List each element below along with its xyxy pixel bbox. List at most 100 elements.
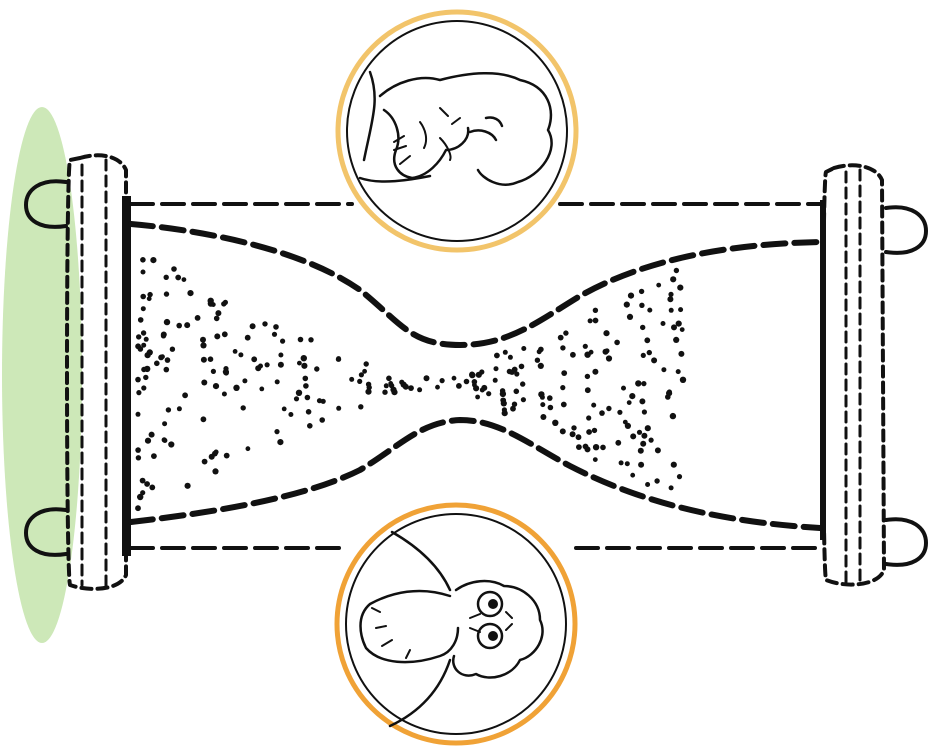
sand-grain xyxy=(638,288,645,295)
sand-grain xyxy=(654,447,661,454)
sand-grain xyxy=(621,385,626,391)
sand-grain xyxy=(624,422,632,429)
sand-grain xyxy=(181,277,187,282)
sand-grain xyxy=(538,391,545,398)
sand-grain xyxy=(547,404,554,411)
sand-grain xyxy=(242,378,248,384)
sand-grain xyxy=(363,361,369,367)
sand-grain xyxy=(666,390,673,397)
sand-grain xyxy=(615,439,622,446)
sand-grain xyxy=(570,351,576,358)
sand-grain xyxy=(200,342,207,349)
sand-grain xyxy=(560,345,566,351)
sand-grain xyxy=(176,322,182,329)
sand-grain xyxy=(599,410,605,416)
sand-grain xyxy=(518,363,525,370)
sand-grain xyxy=(187,290,194,297)
sand-grain xyxy=(140,490,146,496)
sand-grain xyxy=(144,437,152,444)
sand-grain xyxy=(383,383,389,389)
sand-grain xyxy=(201,379,208,386)
sand-grain xyxy=(295,389,303,396)
sand-grain xyxy=(137,317,144,323)
sand-grain xyxy=(618,460,624,466)
sand-grain xyxy=(582,343,588,349)
sand-grain xyxy=(552,419,559,426)
sand-grain xyxy=(141,366,147,373)
sand-grain xyxy=(623,301,630,308)
sand-grain xyxy=(648,437,654,443)
sand-grain xyxy=(223,370,229,376)
sand-grain xyxy=(540,414,547,420)
sand-grain xyxy=(592,444,600,451)
sand-grain xyxy=(163,291,170,297)
sand-grain xyxy=(656,282,662,288)
sand-grain xyxy=(136,390,142,396)
sand-grain xyxy=(506,368,513,375)
sand-grain xyxy=(471,379,478,385)
sand-grain xyxy=(537,362,544,369)
sand-grain xyxy=(135,455,142,461)
sand-grain xyxy=(638,461,645,468)
sand-grain xyxy=(382,389,388,395)
sand-grain xyxy=(357,378,363,384)
sand-grain xyxy=(479,387,485,393)
sand-grain xyxy=(575,434,582,441)
sand-grain xyxy=(314,366,320,372)
sand-grain xyxy=(150,257,157,264)
sand-grain xyxy=(362,368,367,374)
sand-grain xyxy=(244,334,251,341)
sand-grain xyxy=(165,407,172,413)
sand-grain xyxy=(214,333,221,340)
sand-grain xyxy=(175,274,182,281)
sand-grain xyxy=(571,425,577,431)
sand-grain xyxy=(586,429,592,435)
sand-grain xyxy=(262,321,268,327)
sand-grain xyxy=(629,393,636,400)
sand-grain xyxy=(511,401,518,407)
sand-grain xyxy=(670,276,677,283)
sand-grain xyxy=(212,468,219,475)
sand-grain xyxy=(604,348,610,354)
sand-grain xyxy=(140,257,146,263)
sand-grain xyxy=(300,355,307,362)
sand-grain xyxy=(644,425,651,432)
sand-grain xyxy=(521,346,527,351)
sand-grain xyxy=(161,437,167,443)
sand-grain xyxy=(534,357,541,363)
sand-grain xyxy=(654,478,660,484)
sand-grain xyxy=(677,284,684,291)
sand-grain xyxy=(668,307,674,313)
sand-grain xyxy=(200,336,206,343)
sand-grain xyxy=(408,385,414,391)
sand-grain xyxy=(475,394,480,400)
sand-grain xyxy=(673,267,680,274)
sand-grain xyxy=(576,444,582,450)
sand-grain xyxy=(592,457,598,462)
left-end-cap xyxy=(24,153,131,591)
sand-grain xyxy=(493,366,499,372)
sand-grain xyxy=(402,383,409,390)
sand-grain xyxy=(592,317,599,324)
sand-grain xyxy=(184,322,191,329)
sand-grain xyxy=(335,356,342,362)
sand-grain xyxy=(486,391,492,397)
sand-grain xyxy=(223,366,229,372)
sand-grain xyxy=(510,405,516,412)
sand-grain xyxy=(569,431,576,438)
sand-grain xyxy=(499,390,507,398)
sand-grain xyxy=(316,398,323,404)
sand-grain xyxy=(201,458,208,465)
sand-grain xyxy=(277,439,284,446)
sand-grain xyxy=(319,417,326,423)
sand-grain xyxy=(423,375,430,382)
sand-grain xyxy=(358,372,364,378)
sand-grain xyxy=(463,378,470,385)
sand-grain xyxy=(184,482,191,489)
sand-grain xyxy=(349,376,355,382)
sand-grain xyxy=(640,352,646,358)
sand-grain xyxy=(560,401,567,408)
sand-grain xyxy=(502,349,508,355)
sand-grain xyxy=(630,472,636,478)
sand-grain xyxy=(223,452,230,459)
